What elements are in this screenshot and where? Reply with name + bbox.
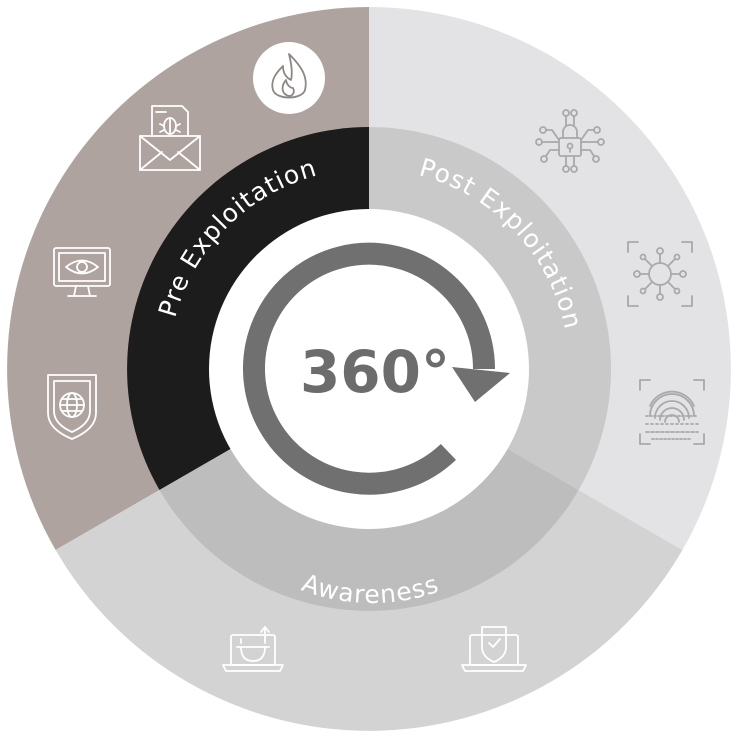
email-bug-icon: [139, 105, 201, 171]
shield-globe-icon: [47, 374, 97, 440]
rotation-arrowhead-icon: [452, 367, 510, 402]
circuit-lock-icon: [535, 109, 605, 173]
laptop-upload-icon: [222, 626, 284, 672]
fire-icon: [253, 42, 325, 114]
monitor-eye-icon: [53, 247, 111, 297]
center-label: 360°: [300, 338, 450, 406]
fingerprint-scan-icon: [639, 379, 705, 445]
laptop-shield-icon: [461, 626, 527, 672]
network-node-icon: [627, 241, 693, 307]
rotation-arrow: [243, 242, 495, 495]
